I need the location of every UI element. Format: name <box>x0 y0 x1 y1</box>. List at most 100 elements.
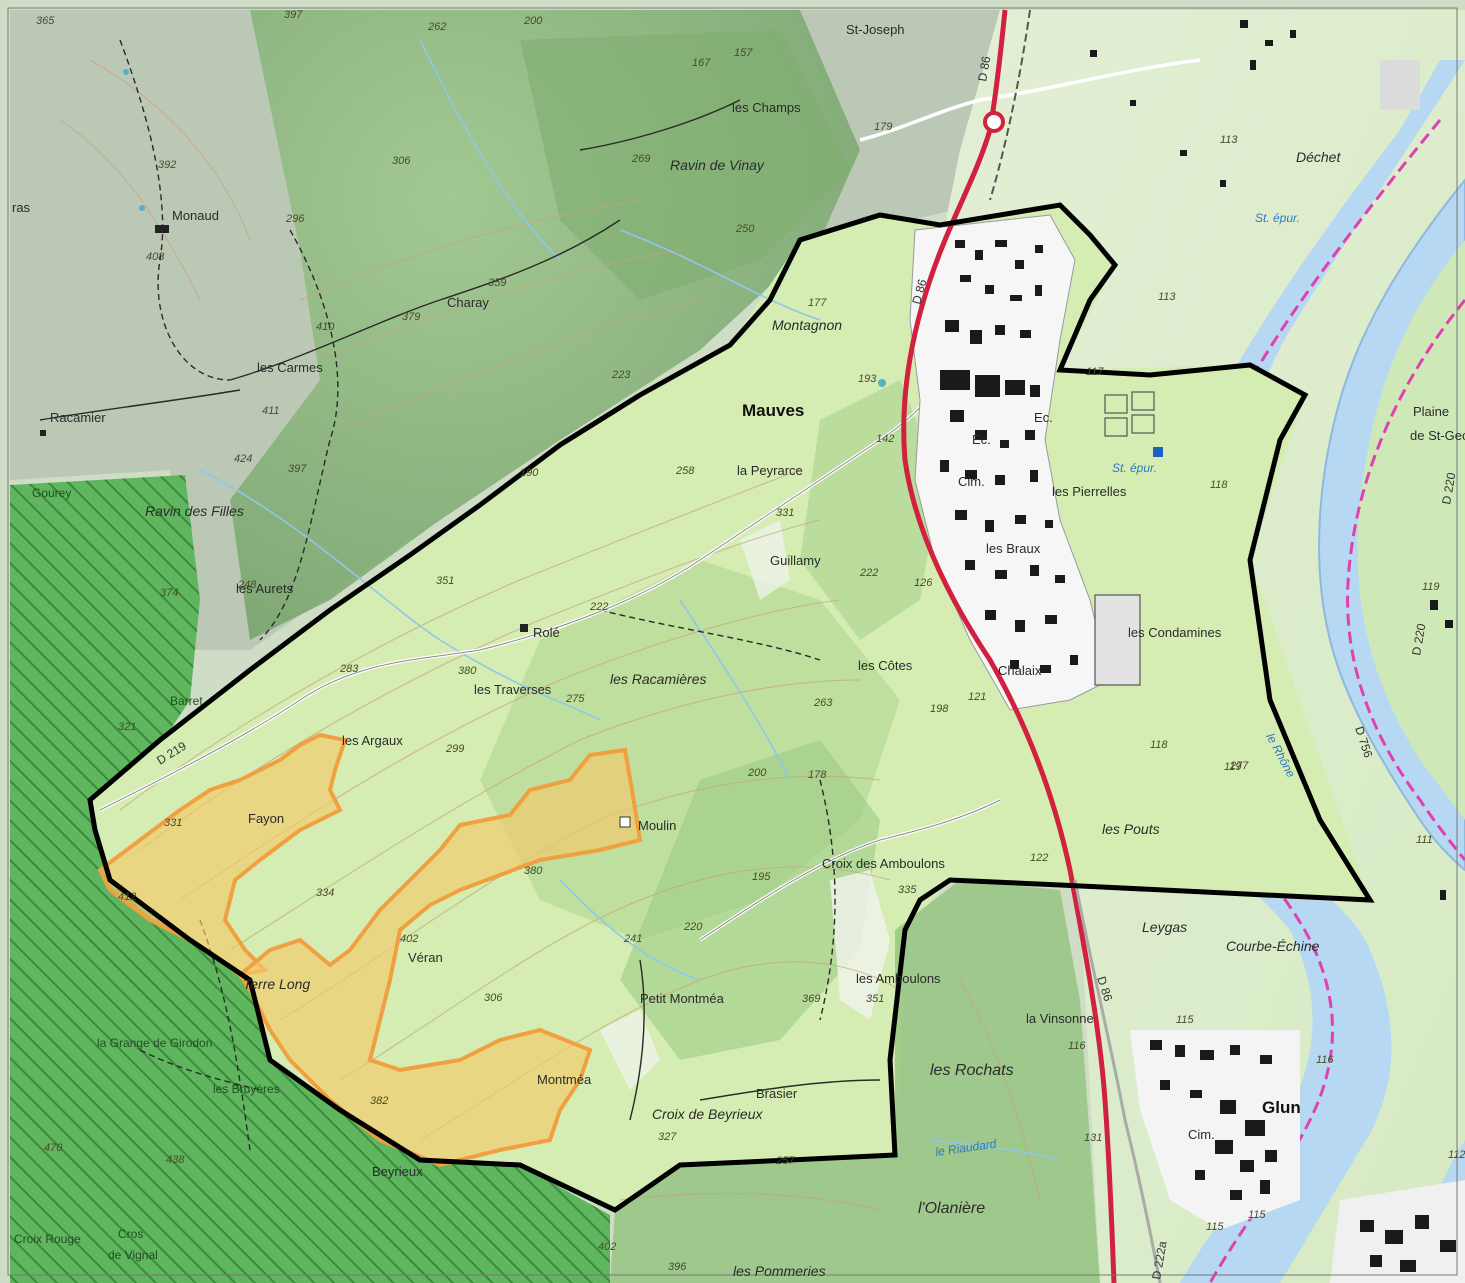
altitude-label: 118 <box>1210 479 1228 491</box>
label-les-cotes: les Côtes <box>858 658 913 673</box>
altitude-label: 382 <box>370 1095 388 1107</box>
altitude-label: 257 <box>775 1155 795 1167</box>
altitude-label: 131 <box>1084 1132 1102 1144</box>
label-st-joseph: St-Joseph <box>846 22 905 37</box>
label-l-olaniere: l'Olanière <box>918 1200 985 1217</box>
east-bank-green <box>1357 240 1465 820</box>
relief-south <box>610 880 1100 1283</box>
altitude-label: 335 <box>898 884 917 896</box>
label-barret: Barret <box>170 694 203 708</box>
label-la-grange-de-girodon: la Grange de Girodon <box>97 1036 212 1050</box>
altitude-label: 306 <box>484 992 503 1004</box>
altitude-label: 115 <box>1248 1209 1266 1221</box>
altitude-label: 412 <box>118 891 136 903</box>
altitude-label: 190 <box>520 467 539 479</box>
label-les-rochats: les Rochats <box>930 1062 1014 1079</box>
label-moulin: Moulin <box>638 818 676 833</box>
label-les-amboulons: les Amboulons <box>856 971 941 986</box>
label-plaine: Plaine <box>1413 404 1449 419</box>
altitude-label: 117 <box>1086 366 1104 378</box>
altitude-label: 263 <box>813 697 833 709</box>
label-d220-b: D 220 <box>1409 622 1428 656</box>
label-cim-1: Cim. <box>958 474 985 489</box>
label-d86-mid: D 86 <box>909 277 929 305</box>
minor-roads-outline <box>99 379 1001 941</box>
label-les-pouts: les Pouts <box>1102 821 1160 837</box>
altitude-label: 396 <box>668 1261 687 1273</box>
label-les-pommeries: les Pommeries <box>733 1263 826 1279</box>
altitude-label: 411 <box>262 405 280 417</box>
altitude-label: 331 <box>164 817 182 829</box>
label-courbe-echine: Courbe-Échine <box>1226 938 1320 954</box>
streams <box>199 39 1061 1161</box>
label-leygas: Leygas <box>1142 919 1187 935</box>
altitude-label: 262 <box>427 21 446 33</box>
pink-dashed-boundary-east <box>1346 299 1465 861</box>
altitude-label: 222 <box>589 601 608 613</box>
label-brasier: Brasier <box>756 1086 798 1101</box>
altitude-label: 142 <box>876 433 894 445</box>
altitude-label: 115 <box>1206 1221 1224 1233</box>
altitude-label: 334 <box>316 887 334 899</box>
study-zone-main <box>237 747 643 1168</box>
altitude-label: 397 <box>288 463 307 475</box>
label-ec-2: Ec. <box>972 432 991 447</box>
label-ravin-des-filles: Ravin des Filles <box>145 503 244 519</box>
label-mauves: Mauves <box>742 401 804 420</box>
altitude-label: 241 <box>623 933 642 945</box>
label-charay: Charay <box>447 295 489 310</box>
spring-icon-2 <box>139 205 145 211</box>
altitude-label: 351 <box>866 993 884 1005</box>
label-de-vignal: de Vignal <box>108 1248 158 1262</box>
altitude-label: 402 <box>598 1241 616 1253</box>
altitude-label: 296 <box>285 213 305 225</box>
altitude-label: 157 <box>734 47 753 59</box>
industrial-area <box>1094 391 1155 686</box>
label-les-pierrelles: les Pierrelles <box>1052 484 1127 499</box>
altitude-label: 299 <box>445 743 464 755</box>
label-d222a: D 222a <box>1149 1240 1170 1281</box>
label-croix-de-beyrieux: Croix de Beyrieux <box>652 1106 763 1122</box>
altitude-label: 200 <box>747 767 767 779</box>
building-icon-role <box>520 624 528 632</box>
altitude-label: 258 <box>675 465 695 477</box>
road-labels: D 86 D 86 D 86 D 219 D 756 D 220 D 220 D… <box>154 55 1458 1281</box>
commune-boundary <box>87 202 1375 1213</box>
label-cros-de-vignal: Cros <box>118 1227 143 1241</box>
altitude-label: 365 <box>36 15 55 27</box>
relief-mid-north <box>520 30 850 300</box>
altitude-label: 306 <box>392 155 411 167</box>
altitude-label: 222 <box>859 567 878 579</box>
label-racamier: Racamier <box>50 410 106 425</box>
altitude-label: 321 <box>118 721 136 733</box>
label-terre-long: Terre Long <box>243 976 310 992</box>
altitude-label: 351 <box>436 575 454 587</box>
scattered-buildings <box>1090 20 1453 900</box>
label-fayon: Fayon <box>248 811 284 826</box>
altitude-label: 359 <box>488 277 506 289</box>
forest-hatched-west <box>10 475 610 1283</box>
altitude-label: 200 <box>523 15 543 27</box>
urban-blocks-glun <box>1150 1040 1277 1200</box>
label-gourey: Gourey <box>32 486 71 500</box>
altitude-label: 470 <box>44 1142 63 1154</box>
main-road-d86 <box>901 9 1117 1283</box>
label-chalaix: Chalaix <box>998 663 1042 678</box>
altitude-label: 248 <box>237 579 257 591</box>
altitude-label: 369 <box>802 993 820 1005</box>
altitude-label: 121 <box>968 691 986 703</box>
place-labels: Mauves St-Joseph les Champs Ravin de Vin… <box>12 22 1465 1279</box>
label-les-argaux: les Argaux <box>342 733 403 748</box>
roundabout <box>983 111 1005 133</box>
altitude-label: 380 <box>524 865 543 877</box>
water-tower-icon <box>878 379 886 387</box>
altitude-label: 195 <box>752 871 771 883</box>
altitude-label: 424 <box>234 453 252 465</box>
altitude-label: 379 <box>402 311 420 323</box>
label-st-epur-1: St. épur. <box>1255 211 1300 225</box>
altitude-label: 116 <box>1316 1054 1334 1066</box>
altitude-label: 198 <box>930 703 949 715</box>
water-treatment-square <box>1153 447 1163 457</box>
